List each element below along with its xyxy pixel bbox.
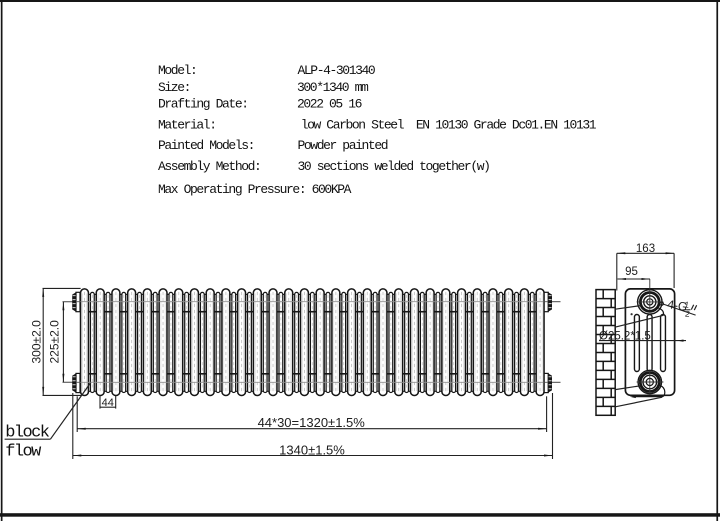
- svg-text:1: 1: [684, 299, 691, 310]
- svg-text:300±2.0: 300±2.0: [30, 320, 44, 364]
- svg-text:Drafting Date:: Drafting Date:: [158, 97, 248, 112]
- svg-text:Ø25.2*1.5: Ø25.2*1.5: [599, 331, 651, 343]
- svg-text:ALP-4-301340: ALP-4-301340: [298, 63, 375, 78]
- svg-text:30 sections welded together(w): 30 sections welded together(w): [298, 159, 490, 174]
- svg-text:Model:: Model:: [158, 63, 196, 78]
- svg-text:44: 44: [102, 397, 114, 409]
- svg-text:Painted Models:: Painted Models:: [158, 138, 254, 153]
- svg-text:95: 95: [625, 266, 638, 278]
- svg-text:flow: flow: [5, 443, 42, 462]
- svg-text:1340±1.5%: 1340±1.5%: [279, 442, 345, 457]
- svg-text:Assembly Method:: Assembly Method:: [158, 159, 260, 174]
- svg-text:Powder painted: Powder painted: [298, 138, 388, 153]
- svg-text:block: block: [5, 423, 49, 442]
- svg-text:2022 05 16: 2022 05 16: [297, 97, 362, 112]
- svg-text:low Carbon Steel EN 10130 Gra: low Carbon Steel EN 10130 Grade Dc01.EN …: [301, 117, 597, 132]
- svg-text:Material:: Material:: [158, 117, 216, 132]
- svg-text:44*30=1320±1.5%: 44*30=1320±1.5%: [258, 415, 366, 430]
- svg-text:2: 2: [684, 308, 691, 319]
- svg-text:300*1340 mm: 300*1340 mm: [297, 80, 369, 95]
- svg-text:163: 163: [636, 243, 655, 255]
- svg-text:225±2.0: 225±2.0: [47, 320, 61, 364]
- svg-text:Size:: Size:: [158, 80, 190, 95]
- svg-text:Max Operating Pressure: 600KPA: Max Operating Pressure: 600KPA: [158, 182, 352, 197]
